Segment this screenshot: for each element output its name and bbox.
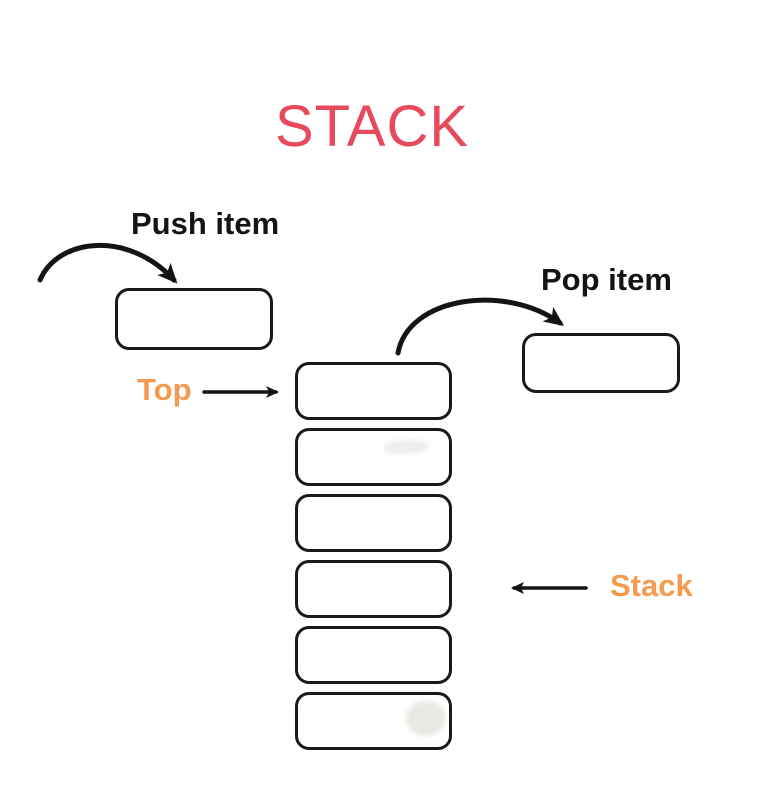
stack-cell-5 (295, 626, 452, 684)
stack-cell-1 (295, 362, 452, 420)
push-item-label: Push item (131, 206, 280, 241)
push-arrow-shaft (37, 243, 178, 284)
pop-curved-arrow-icon (395, 297, 565, 356)
stack-cell-2 (295, 428, 452, 486)
pop-arrow-shaft (395, 297, 565, 356)
push-item-box (115, 288, 273, 350)
stack-cell-6 (295, 692, 452, 750)
pop-item-box (522, 333, 680, 393)
top-pointer-arrow-icon (202, 386, 279, 398)
blob-smudge (406, 701, 446, 736)
diagram-title: STACK (274, 94, 470, 159)
pop-item-label: Pop item (541, 262, 672, 297)
stack-pointer-label: Stack (610, 568, 693, 603)
streak-smudge (383, 438, 431, 456)
push-curved-arrow-icon (37, 243, 178, 284)
stack-column (295, 362, 452, 750)
top-pointer-label: Top (137, 372, 192, 407)
stack-cell-3 (295, 494, 452, 552)
stack-pointer-arrow-icon (511, 582, 588, 594)
stack-cell-4 (295, 560, 452, 618)
